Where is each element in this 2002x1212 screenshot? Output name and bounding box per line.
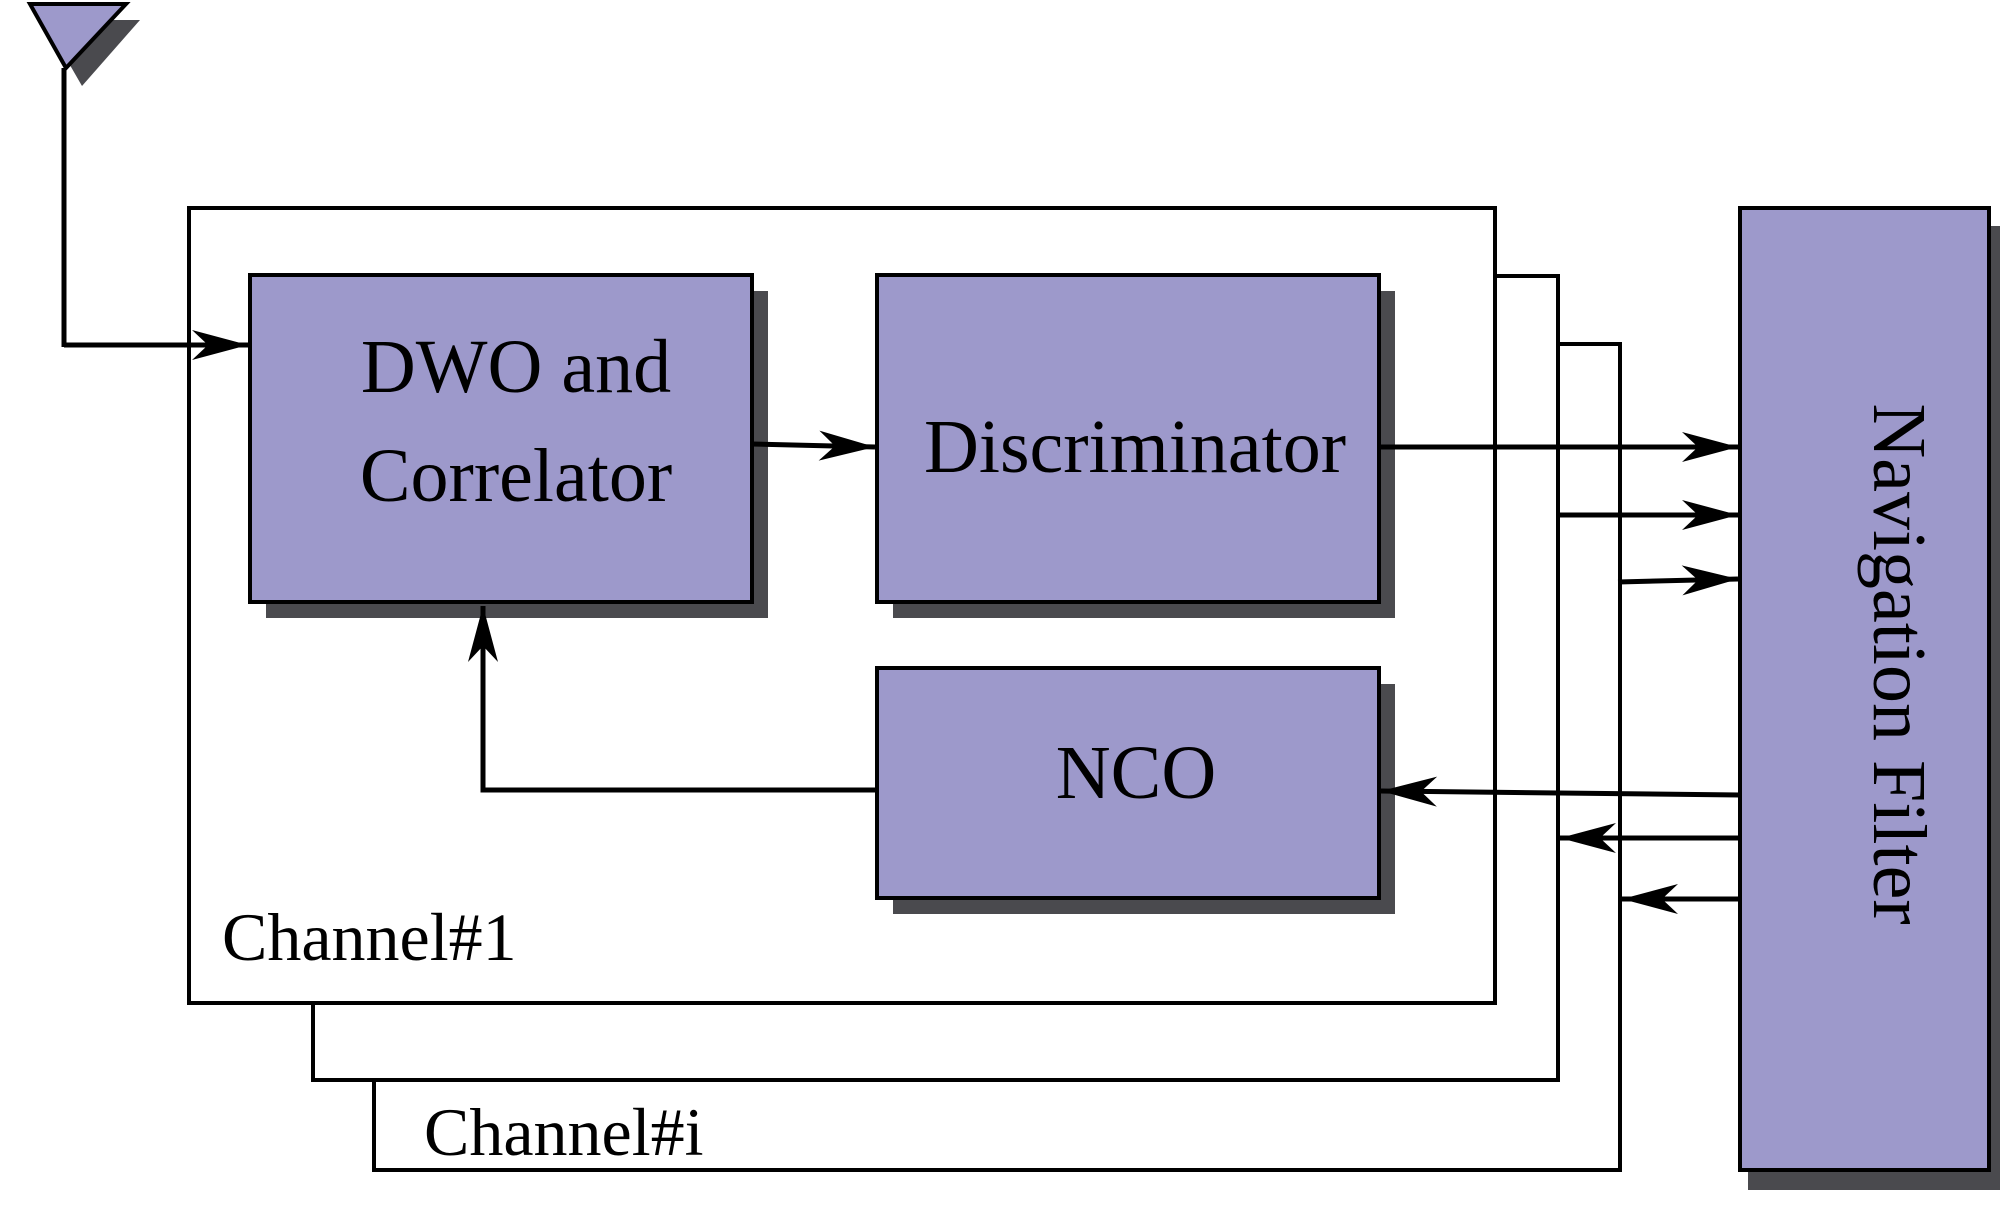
signal-connections <box>64 330 1741 914</box>
arrow-nco-to-dwo <box>468 606 877 793</box>
navigation-filter-block: Navigation Filter <box>1738 206 2000 1190</box>
dwo-correlator-block: DWO and Correlator <box>248 273 768 618</box>
navigation-filter-label: Navigation Filter <box>1857 403 1941 924</box>
dwo-correlator-label-line1: DWO and <box>361 325 671 409</box>
channel-i-label: Channel#i <box>424 1094 704 1170</box>
arrow-dwo-to-discriminator <box>751 430 876 461</box>
channel-1-label: Channel#1 <box>222 899 517 975</box>
discriminator-label: Discriminator <box>924 405 1346 489</box>
dwo-correlator-label-line2: Correlator <box>360 434 672 518</box>
arrow-channel-i-to-nav <box>1617 565 1739 596</box>
nco-block: NCO <box>875 666 1395 914</box>
discriminator-block: Discriminator <box>875 273 1395 618</box>
arrow-nav-to-nco <box>1380 776 1741 807</box>
antenna-icon <box>26 2 140 347</box>
nco-label: NCO <box>1056 731 1216 815</box>
